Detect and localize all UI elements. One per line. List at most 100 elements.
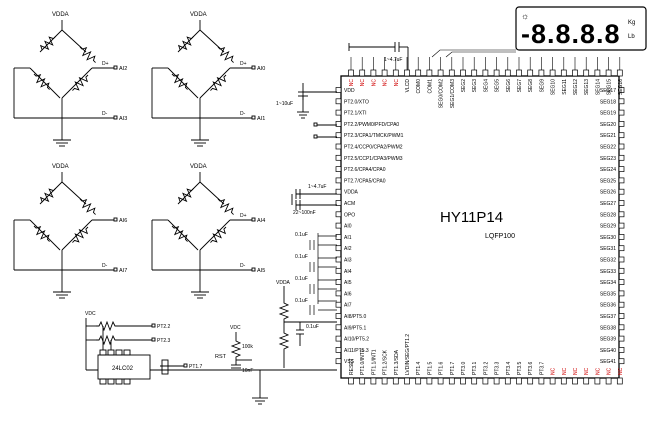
pin-top: SEG14	[594, 57, 601, 95]
pin-bottom-label: LVDIN/SEG/PT1.2	[405, 334, 411, 375]
pin-bottom: RESET	[348, 358, 355, 385]
bridge2-out-ai1: AI1	[257, 116, 265, 122]
pin-bottom-label: PT3.6	[528, 361, 534, 375]
reset-res-value: 100k	[242, 344, 253, 350]
pin-bottom-label: NC	[584, 367, 590, 375]
bridge1-vdd-label: VDDA	[52, 12, 69, 18]
pin-left: VSS	[335, 358, 355, 365]
pin-top-label: SEG13	[584, 79, 590, 95]
pin-top-label: SEG10	[551, 79, 557, 95]
pin-left: ACM	[335, 200, 355, 207]
pin-left-label: AI7	[344, 303, 352, 309]
pin-top-label: NC	[349, 79, 355, 87]
pin-left: AI2	[335, 245, 352, 252]
pin-top: COM0	[415, 57, 422, 93]
acm-cap-value: 1~4.7uF	[308, 184, 327, 190]
pin-bottom-label: PT1.5	[427, 361, 433, 375]
bridge3-dminus-label: D-	[102, 263, 108, 269]
reset-rst-label: RST	[215, 354, 227, 360]
pin-top-label: NC	[394, 79, 400, 87]
pin-top: SEG11	[560, 57, 568, 95]
pin-left: AI11/PT5.3	[335, 347, 369, 354]
pin-left-label: AI4	[344, 269, 352, 275]
pin-right-label: SEG26	[600, 190, 616, 196]
pin-right: SEG17	[600, 87, 625, 94]
pin-top-label: SEG0/COM2	[439, 79, 445, 108]
pin-top-label: NC	[383, 79, 389, 87]
pin-top: NC	[370, 57, 377, 86]
pin-left: PT2.1/XTI	[335, 109, 367, 117]
pin-left: PT2.2/PWM0/PFD/CPA0	[335, 121, 399, 128]
pin-bottom-label: NC	[595, 367, 601, 375]
pin-right: SEG30	[600, 234, 625, 241]
pin-bottom: PT3.5	[516, 361, 523, 385]
lcd-bus-lines	[431, 49, 516, 58]
pin-right: SEG34	[600, 279, 625, 286]
pin-top-label: VLCD	[405, 79, 411, 93]
pin-left: AI5	[335, 279, 352, 286]
pin-right: SEG32	[600, 256, 625, 264]
pin-left: PT2.4/CCP0/CPA2/PWM2	[335, 143, 403, 151]
pin-bottom: LVDIN/SEG/PT1.2	[404, 334, 411, 385]
pin-right: SEG22	[600, 143, 625, 151]
pot-divider	[279, 286, 337, 368]
pin-top-label: SEG3	[472, 79, 478, 93]
vdd-capacitor	[297, 83, 337, 119]
pin-top-label: NC	[360, 79, 366, 87]
lcd-unit-kg: Kg	[628, 20, 635, 26]
pin-bottom-label: PT1.0/INT0	[360, 349, 366, 375]
pin-top: NC	[392, 57, 400, 87]
pin-top: SEG3	[471, 57, 478, 93]
pin-left-label: PT2.6/CPA4/CPA0	[344, 167, 386, 173]
pin-left-label: PT2.0/XTO	[344, 99, 369, 105]
pin-right: SEG25	[600, 177, 625, 184]
bridge3-vdd-label: VDDA	[52, 164, 69, 170]
pin-left-label: AI9/PT5.1	[344, 325, 366, 331]
pt17-label: PT1.7	[189, 364, 203, 370]
pin-right-label: SEG27	[600, 201, 616, 207]
pin-top: SEG15	[605, 57, 613, 95]
eeprom-circuit	[85, 318, 188, 385]
pin-right: SEG27	[600, 200, 625, 207]
pin-right-label: SEG34	[600, 280, 616, 286]
pin-left-label: VDDA	[344, 190, 359, 196]
lcd-unit-lb: Lb	[628, 34, 635, 40]
pin-left-label: OPO	[344, 212, 355, 218]
bridge4-vdd-label: VDDA	[190, 164, 207, 170]
pin-right: SEG37	[600, 313, 625, 320]
ic-body	[340, 75, 620, 379]
pin-right-label: SEG38	[600, 325, 616, 331]
pin-top-label: SEG5	[495, 79, 501, 93]
pin-right-label: SEG28	[600, 212, 616, 218]
pin-right-label: SEG19	[600, 111, 616, 117]
pin-left-label: ACM	[344, 201, 355, 207]
bridge3-out-ai7: AI7	[119, 268, 127, 274]
pin-bottom-label: PT3.5	[517, 361, 523, 375]
pin-top-label: SEG8	[528, 79, 534, 93]
pin-top: VLCD	[404, 57, 411, 93]
pin-top: SEG16	[616, 57, 624, 95]
pt22-pt23-stubs	[313, 122, 337, 139]
pin-bottom: PT3.0	[460, 361, 467, 385]
pin-top-label: SEG2	[461, 79, 467, 93]
pins-right: SEG17SEG18SEG19SEG20SEG21SEG22SEG23SEG24…	[600, 87, 625, 365]
pin-top-label: SEG6	[506, 79, 512, 93]
pin-right-label: SEG24	[600, 167, 616, 173]
bridge-sensor-1	[13, 20, 118, 147]
pin-right-label: SEG25	[600, 178, 616, 184]
pin-right-label: SEG37	[600, 314, 616, 320]
pin-top: SEG10	[549, 57, 557, 95]
pin-left: AI7	[335, 301, 352, 309]
pin-left-label: PT2.5/CCP1/CPA3/PWM3	[344, 156, 403, 162]
pin-bottom-label: PT1.4	[416, 361, 422, 375]
bridge-sensor-4	[151, 172, 256, 299]
pin-right: SEG28	[600, 211, 625, 218]
reset-cap-value: 10nF	[242, 368, 253, 374]
pin-left: PT2.0/XTO	[335, 98, 369, 105]
pin-left-label: AI11/PT5.3	[344, 348, 369, 354]
pin-top: SEG6	[504, 57, 512, 93]
pin-top: COM1	[426, 57, 433, 93]
pin-left-label: VDD	[344, 88, 355, 94]
pin-right: SEG40	[600, 347, 625, 354]
pin-left-label: AI8/PT5.0	[344, 314, 366, 320]
